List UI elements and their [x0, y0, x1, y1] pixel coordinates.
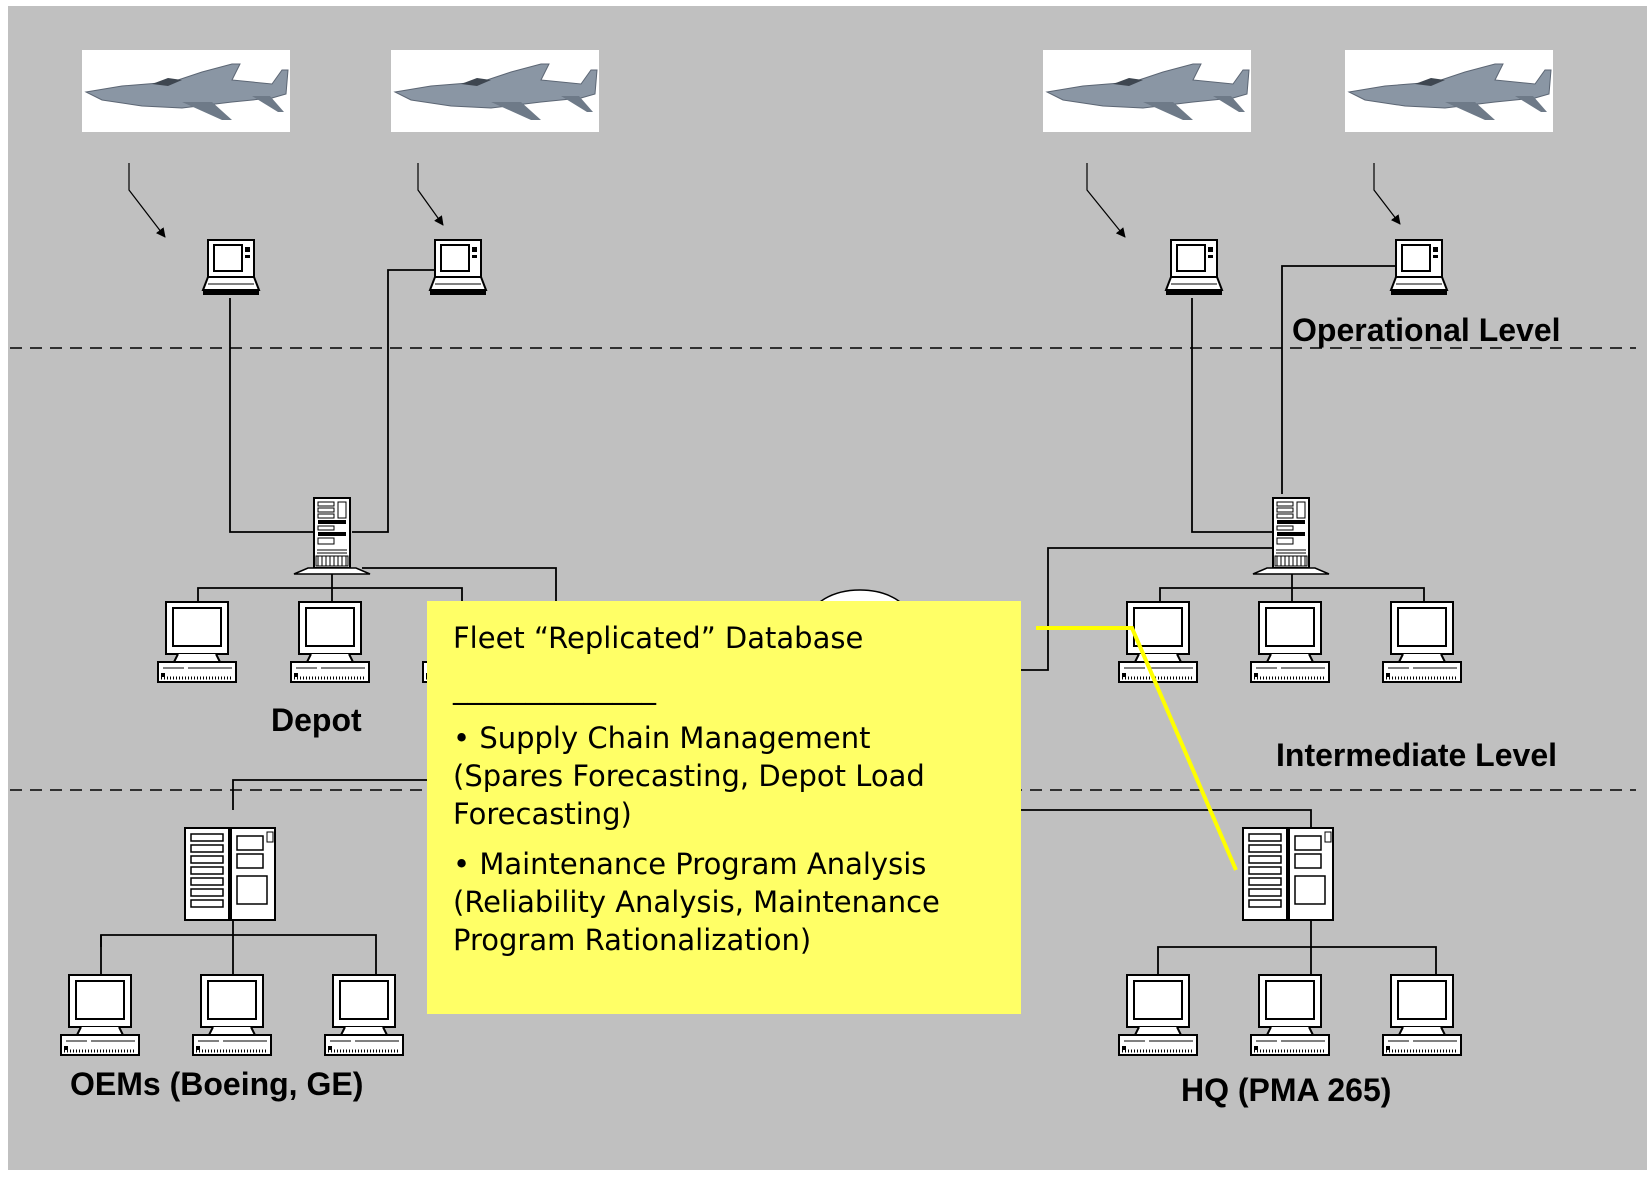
intermediate-server [1252, 497, 1330, 575]
laptop-1 [202, 239, 260, 296]
hq-workstation-1 [1117, 973, 1199, 1057]
callout-bullet-1-line-2: (Spares Forecasting, Depot Load [453, 759, 925, 793]
depot-label: Depot [271, 702, 362, 738]
intermediate-links [1021, 265, 1437, 978]
oem-workstation-1 [59, 973, 141, 1057]
database-callout: Fleet “Replicated” Database ____________… [427, 601, 1021, 1014]
data-arrow-4 [1373, 163, 1401, 225]
aircraft-3 [1043, 50, 1251, 132]
laptop-2 [429, 239, 487, 296]
aircraft-1 [82, 50, 290, 132]
intermediate-workstation-2 [1249, 600, 1331, 684]
callout-title: Fleet “Replicated” Database [453, 621, 864, 655]
oems-label: OEMs (Boeing, GE) [70, 1066, 364, 1102]
oem-workstation-3 [323, 973, 405, 1057]
hq-label: HQ (PMA 265) [1181, 1072, 1392, 1108]
aircraft-2 [391, 50, 599, 132]
depot-workstation-1 [156, 600, 238, 684]
hq-workstation-3 [1381, 973, 1463, 1057]
callout-bullet-2-line-1: • Maintenance Program Analysis [453, 847, 927, 881]
callout-bullet-2-line-2: (Reliability Analysis, Maintenance [453, 885, 940, 919]
callout-bullet-1-line-3: Forecasting) [453, 797, 632, 831]
intermediate-workstation-1 [1117, 600, 1199, 684]
data-arrow-3 [1086, 163, 1126, 238]
callout-separator: ______________ [453, 671, 656, 705]
intermediate-level-label: Intermediate Level [1276, 737, 1557, 773]
data-arrow-1 [128, 163, 166, 238]
operational-level-label: Operational Level [1292, 312, 1561, 348]
data-arrow-2 [417, 163, 444, 226]
depot-workstation-2 [289, 600, 371, 684]
aircraft-4 [1345, 50, 1553, 132]
laptop-3 [1165, 239, 1223, 296]
callout-bullet-2-line-3: Program Rationalization) [453, 923, 812, 957]
hq-server [1242, 827, 1334, 921]
laptop-4 [1390, 239, 1448, 296]
hq-workstation-2 [1249, 973, 1331, 1057]
depot-server [293, 497, 371, 575]
oem-server [184, 827, 276, 921]
intermediate-workstation-3 [1381, 600, 1463, 684]
oem-workstation-2 [191, 973, 273, 1057]
callout-bullet-1-line-1: • Supply Chain Management [453, 721, 871, 755]
